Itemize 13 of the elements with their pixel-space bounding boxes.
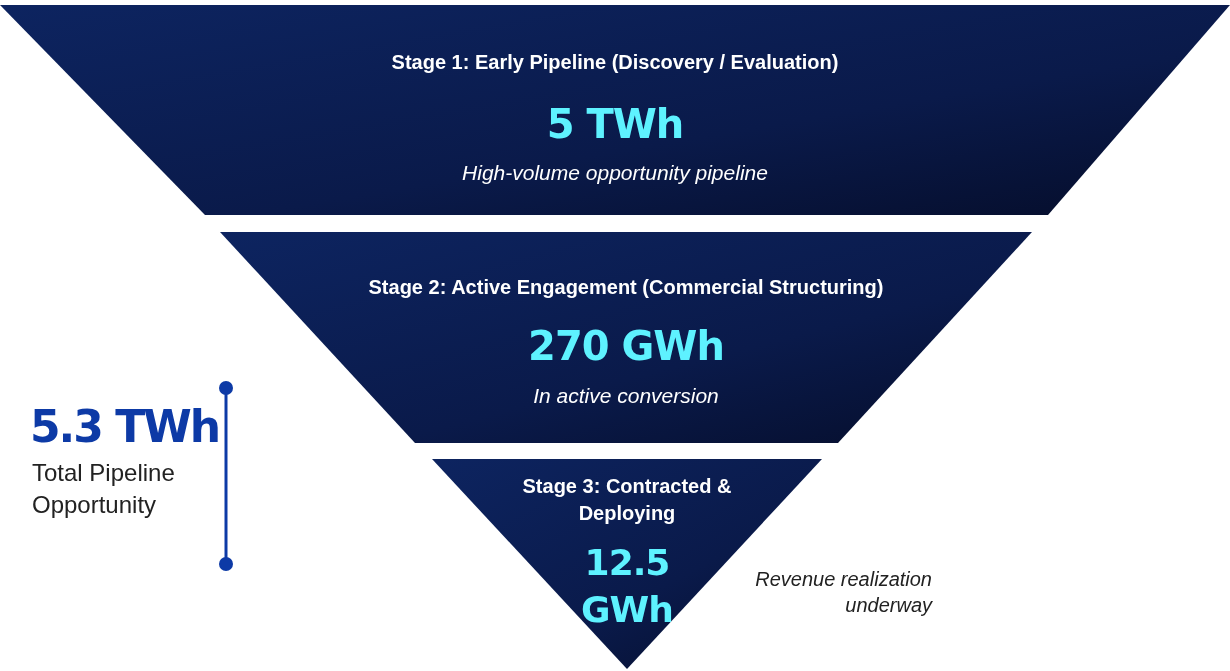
- stage-description: High-volume opportunity pipeline: [461, 160, 769, 186]
- funnel-stage: [220, 232, 1032, 443]
- stage-heading: Stage 1: Early Pipeline (Discovery / Evaluation): [390, 50, 840, 74]
- stage-heading: Stage 2: Active Engagement (Commercial Structuring): [367, 275, 885, 299]
- stage-note: Revenue realization underway: [754, 567, 932, 618]
- stage-description: In active conversion: [532, 383, 720, 409]
- stage-value: 270 GWh: [527, 322, 725, 370]
- funnel-stage: [0, 5, 1230, 215]
- stage-heading: Stage 3: Contracted & Deploying: [521, 474, 733, 526]
- total-value: 5.3 TWh: [30, 402, 220, 452]
- stage-value: 5 TWh: [545, 100, 685, 148]
- stage-value: 12.5 GWh: [580, 541, 674, 632]
- total-caption: Total Pipeline Opportunity: [32, 458, 176, 520]
